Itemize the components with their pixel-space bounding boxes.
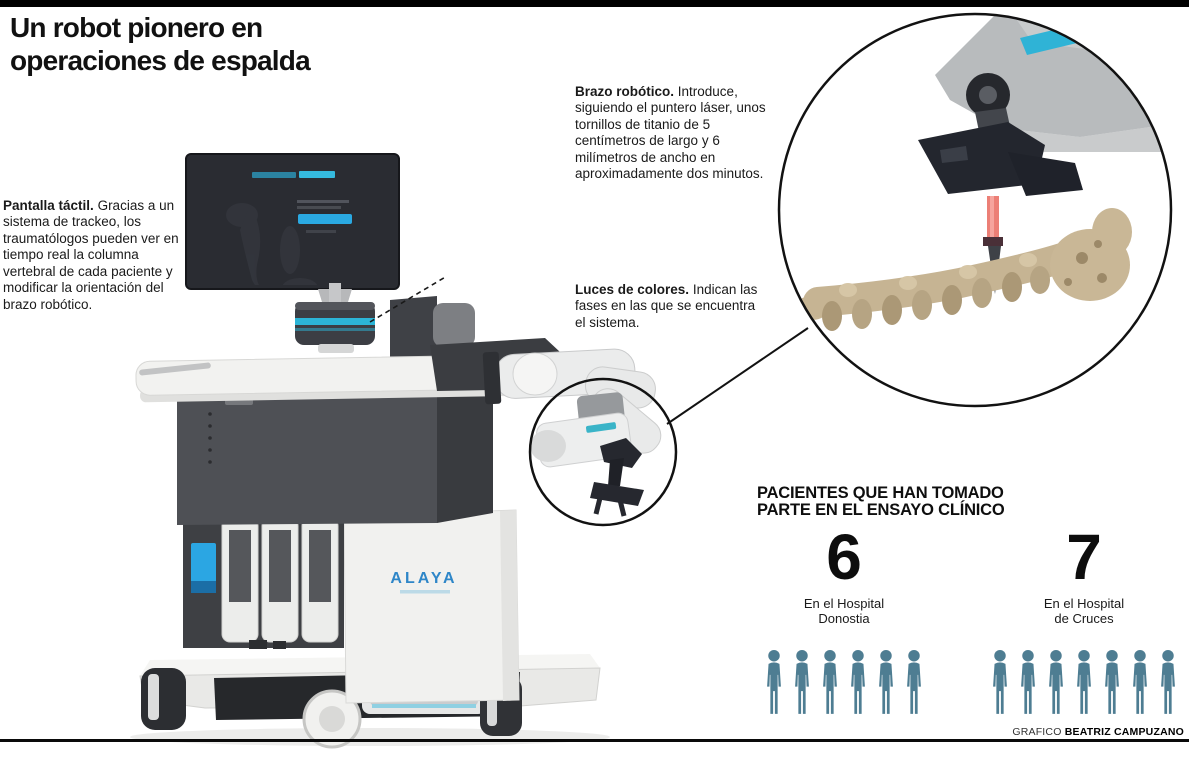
table-top [135,354,533,403]
annotation-robotic-arm-lead: Brazo robótico. [575,83,675,99]
cart-body: ALAYA [343,509,520,704]
detail-circle-large [777,12,1173,408]
monitor-screen-content [226,171,352,285]
control-box [177,383,493,525]
annotation-lights-body: Indican las fases en las que se encuentr… [575,281,758,330]
screen-cyan-button[interactable] [298,214,352,224]
robot-cart: ALAYA [130,153,678,749]
bottom-rule [0,739,1189,742]
leader-line-lights [369,275,448,323]
annotation-lights-lead: Luces de colores. [575,281,690,297]
annotation-robotic-arm-body: Introduce, siguiendo el puntero láser, u… [575,83,766,182]
detail-circle-small [528,377,678,527]
person-icon [795,650,809,714]
person-icon [767,650,781,714]
center-wheel [302,689,362,749]
person-icon [907,650,921,714]
title-line-1: Un robot pionero en [10,12,263,43]
annotation-touch-screen-body: Gracias a un sistema de trackeo, los tra… [3,197,179,312]
credit-line: GRAFICO BEATRIZ CAMPUZANO [1012,726,1184,738]
credit-prefix: GRAFICO [1012,726,1062,738]
connector-line [666,327,809,425]
end-effector [918,122,1083,196]
stat-label-donostia: En el Hospital Donostia [803,596,885,626]
person-icon-row-donostia [764,648,924,718]
person-icon [879,650,893,714]
status-light-band [295,318,375,325]
annotation-touch-screen: Pantalla táctil. Gracias a un sistema de… [3,198,181,314]
title-line-2: operaciones de espalda [10,45,311,76]
person-icon [993,650,1007,714]
monitor [185,153,400,305]
spine-model [795,208,1132,331]
cyan-cartridge [191,543,216,585]
cart-brand-label: ALAYA [390,570,457,587]
screen-spine-image [226,203,318,285]
person-icon [1161,650,1175,714]
person-icon [851,650,865,714]
stat-value-donostia: 6 [826,521,862,593]
annotation-touch-screen-lead: Pantalla táctil. [3,197,94,213]
push-handle [139,362,211,376]
stats-title: PACIENTES QUE HAN TOMADO PARTE EN EL ENS… [757,485,1005,519]
person-icon [1021,650,1035,714]
arm-wrist-tool [530,392,644,517]
person-icon [1049,650,1063,714]
credit-name: BEATRIZ CAMPUZANO [1064,726,1184,738]
person-icon [1105,650,1119,714]
annotation-robotic-arm: Brazo robótico. Introduce, siguiendo el … [575,84,771,183]
stat-group-donostia: 6 En el Hospital Donostia [758,522,930,718]
stats-title-line-1: PACIENTES QUE HAN TOMADO [757,484,1004,502]
person-icon-row-cruces [990,648,1178,718]
stat-group-cruces: 7 En el Hospital de Cruces [986,522,1182,718]
cartridge-slots [183,516,344,649]
person-icon [823,650,837,714]
status-lights-pedestal [295,302,375,353]
touch-screen[interactable] [185,153,400,290]
stat-label-cruces: En el Hospital de Cruces [1043,596,1125,626]
top-rule [0,0,1189,7]
cart-shadow [130,728,610,746]
annotation-lights: Luces de colores. Indican las fases en l… [575,282,765,332]
page-title: Un robot pionero en operaciones de espal… [10,11,311,77]
stats-title-line-2: PARTE EN EL ENSAYO CLÍNICO [757,501,1005,519]
caster-wheel-left [141,668,186,730]
robot-arm [430,338,662,454]
person-icon [1133,650,1147,714]
stat-value-cruces: 7 [1066,521,1102,593]
person-icon [1077,650,1091,714]
